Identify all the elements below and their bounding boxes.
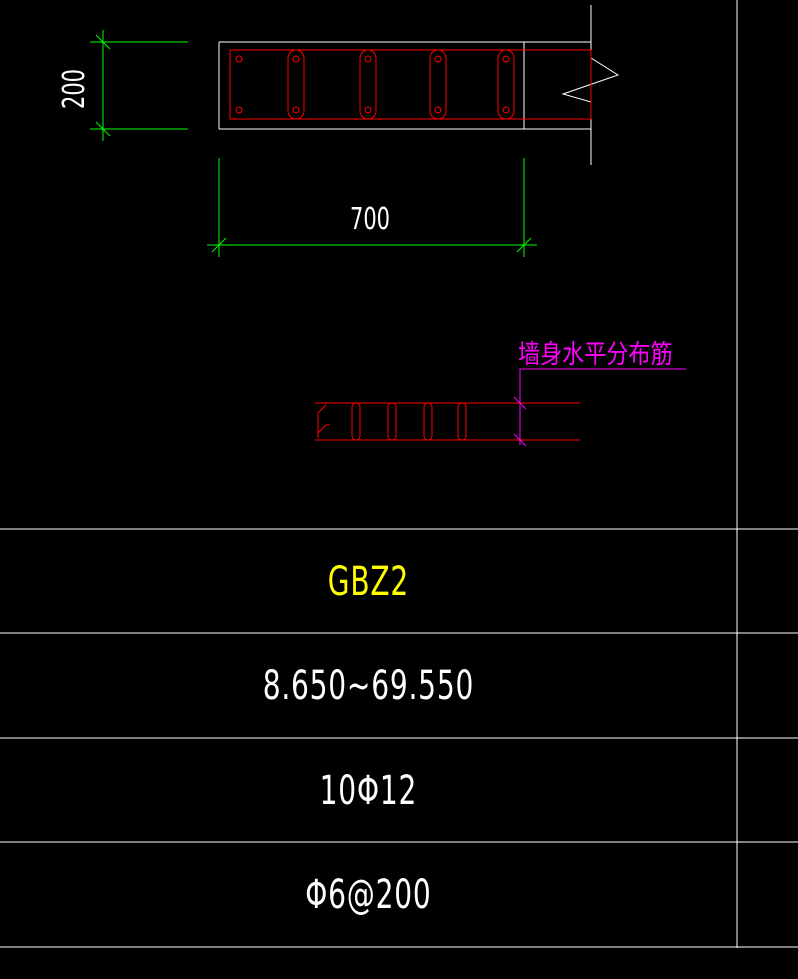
tie-loop-side — [423, 402, 433, 441]
rebar-bar — [502, 106, 510, 114]
leader-label: 墙身水平分布筋 — [518, 339, 673, 369]
rebar-bar — [364, 106, 372, 114]
dimension-width — [207, 158, 537, 257]
tie-loop — [359, 49, 377, 120]
wall-section-outline — [218, 5, 620, 165]
tie-loop-side — [457, 402, 467, 441]
tie-loop-side — [387, 402, 397, 441]
rebar-bar — [434, 106, 442, 114]
table-grid — [0, 528, 798, 948]
detail-rebar — [315, 402, 580, 441]
rebar-bar — [364, 55, 372, 63]
corner-bar — [235, 106, 243, 114]
dimension-height-label: 200 — [57, 69, 92, 109]
leader-line — [513, 368, 686, 447]
rebar-bar — [292, 106, 300, 114]
rebar-bar — [292, 55, 300, 63]
tie-loop — [497, 49, 515, 120]
tie-loop — [287, 49, 305, 120]
dimension-width-label: 700 — [350, 202, 390, 237]
tie-loop — [429, 49, 447, 120]
boundary-stirrup — [229, 49, 592, 120]
rebar-bar — [434, 55, 442, 63]
table-cell-elevation: 8.650~69.550 — [262, 663, 475, 709]
rebar-bar — [502, 55, 510, 63]
section-rebar — [229, 49, 592, 120]
end-hook — [317, 404, 327, 438]
table-cell-longitudinal-rebar: 10Φ12 — [319, 768, 418, 814]
corner-bar — [235, 55, 243, 63]
table-cell-stirrup: Φ6@200 — [305, 872, 432, 918]
end-hook — [317, 424, 330, 434]
tie-loop-side — [351, 402, 361, 441]
table-cell-component-id: GBZ2 — [327, 559, 409, 605]
dimension-height — [90, 30, 188, 141]
